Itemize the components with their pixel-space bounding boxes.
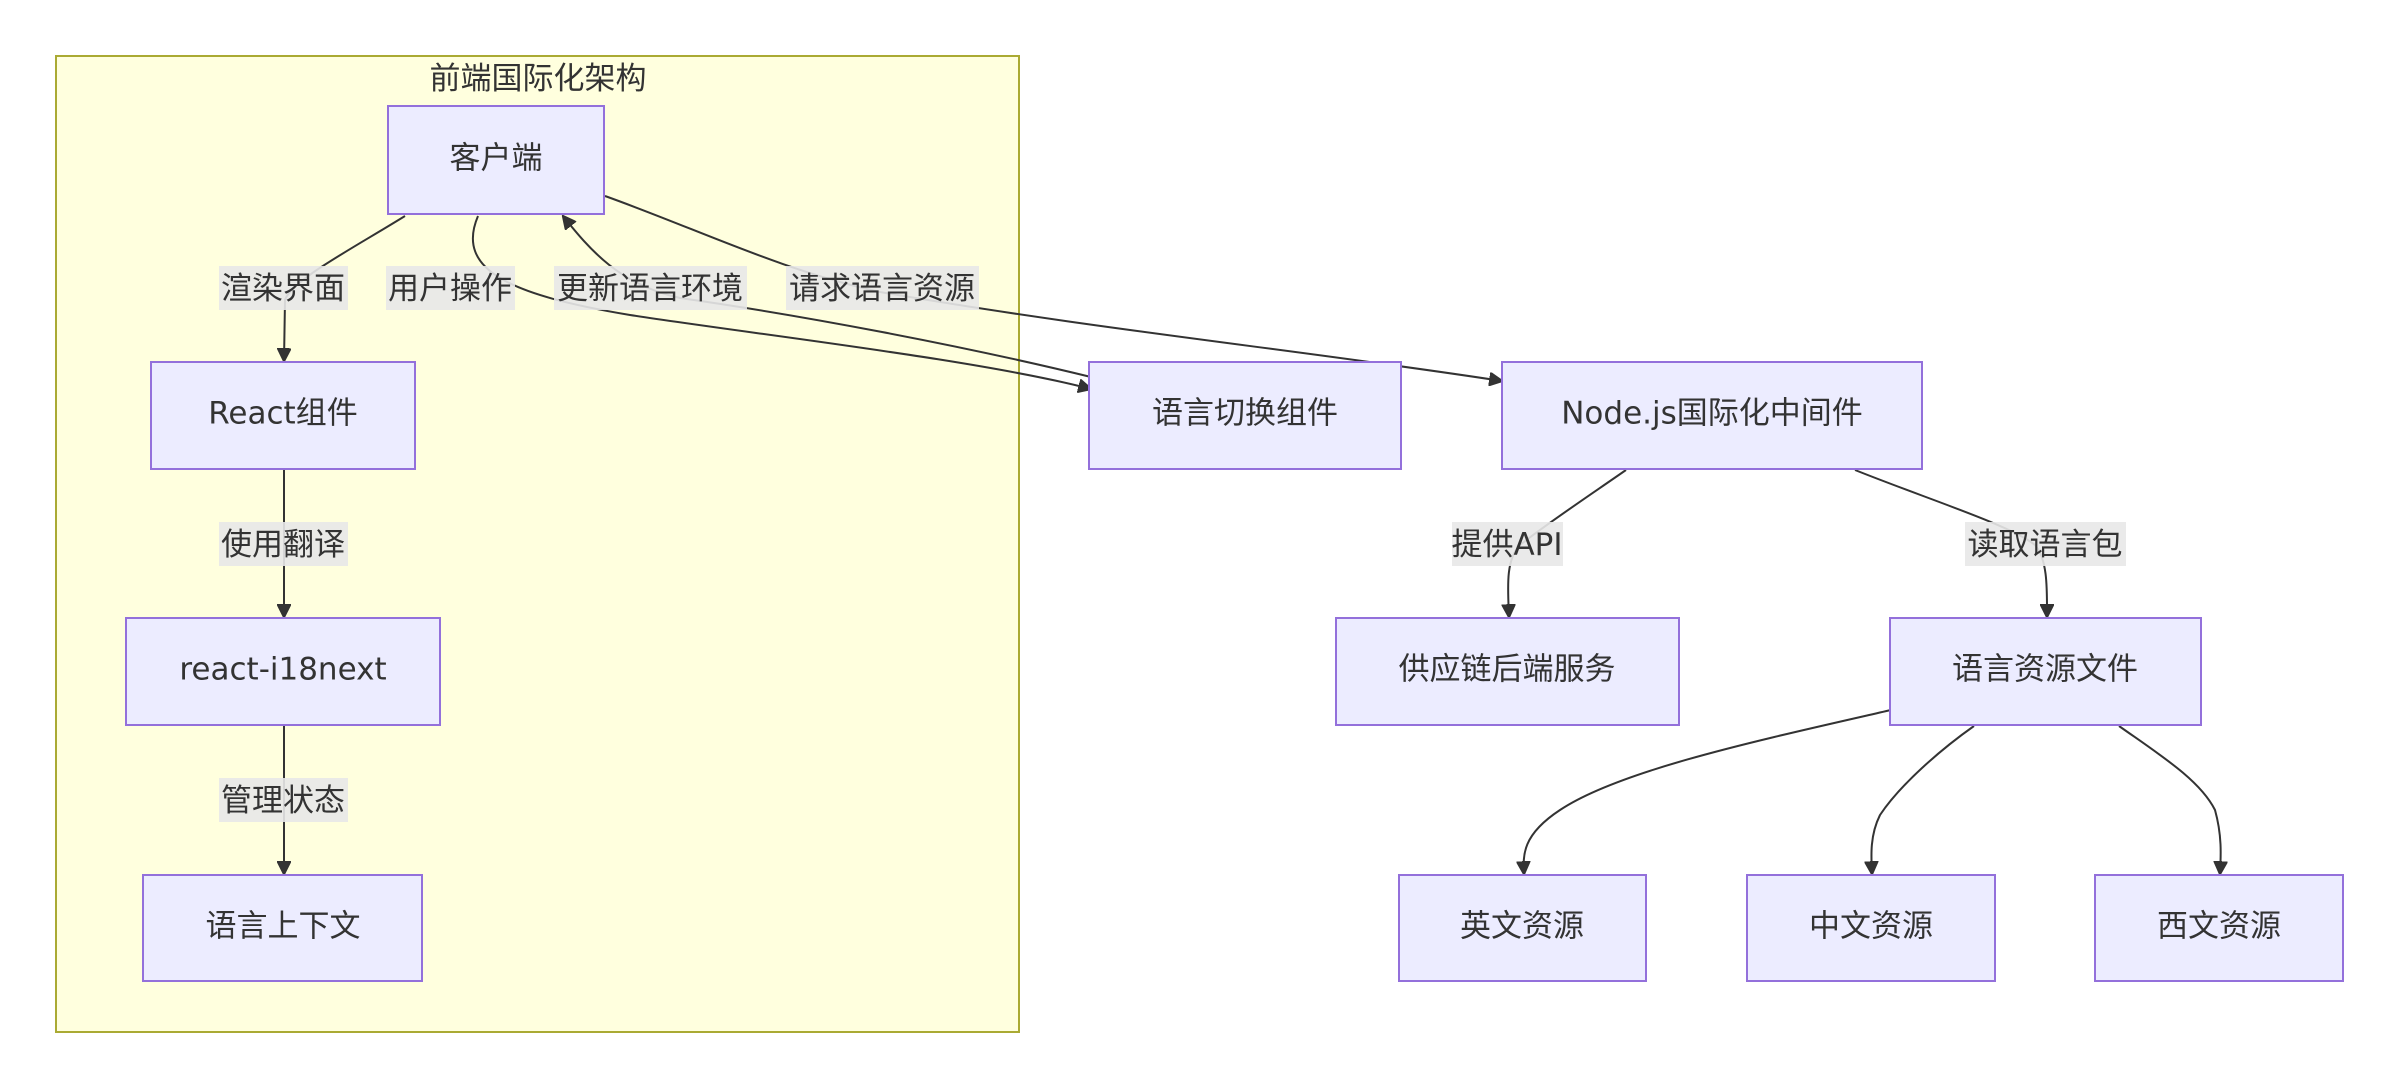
node-label: 供应链后端服务 [1399, 652, 1616, 688]
node-label: 中文资源 [1809, 909, 1933, 945]
edge-label-bg [786, 266, 979, 310]
node-label: 西文资源 [2157, 909, 2281, 945]
edge-label-bg [554, 266, 747, 310]
node-box [1889, 617, 2202, 726]
node-react-component[interactable]: React组件 [150, 361, 416, 470]
cluster-frontend-i18n: 前端国际化架构 [55, 55, 1020, 1033]
edge-label-text: 渲染界面 [221, 271, 345, 307]
node-box [1398, 874, 1647, 982]
edge-label-i18next-context: 管理状态 [219, 778, 348, 822]
edge-label-text: 提供API [1451, 527, 1562, 563]
edge-label-text: 用户操作 [388, 271, 512, 307]
node-i18n-middleware[interactable]: Node.js国际化中间件 [1501, 361, 1923, 470]
node-box [387, 105, 605, 215]
node-label: react-i18next [179, 652, 386, 688]
node-label: 客户端 [450, 141, 543, 177]
node-label: Node.js国际化中间件 [1561, 396, 1863, 432]
node-client[interactable]: 客户端 [387, 105, 605, 215]
node-box [1088, 361, 1402, 470]
edge-label-text: 读取语言包 [1968, 527, 2123, 563]
nodes: 客户端 React组件 react-i18next 语言上下文 语言切换组件 N… [125, 105, 2344, 982]
node-english-resources[interactable]: 英文资源 [1398, 874, 1647, 982]
edge-label-middleware-resources: 读取语言包 [1965, 522, 2126, 566]
edge-resources-en [1524, 709, 1892, 874]
edge-label-client-switcher: 用户操作 [386, 266, 515, 310]
node-language-switcher[interactable]: 语言切换组件 [1088, 361, 1402, 470]
node-box [150, 361, 416, 470]
edge-label-client-react: 渲染界面 [219, 266, 348, 310]
node-box [125, 617, 441, 726]
edge-label-bg [219, 522, 348, 566]
node-box [1501, 361, 1923, 470]
edge-labels: 渲染界面 用户操作 更新语言环境 请求语言资源 使用翻译 管理状态 提供API [219, 266, 2126, 822]
node-label: 英文资源 [1460, 909, 1584, 945]
edge-client-switcher [472, 215, 1091, 389]
node-react-i18next[interactable]: react-i18next [125, 617, 441, 726]
node-box [142, 874, 423, 982]
node-label: 语言资源文件 [1952, 652, 2138, 688]
edge-resources-es [2118, 725, 2221, 874]
edge-label-text: 使用翻译 [221, 527, 345, 563]
node-language-resources[interactable]: 语言资源文件 [1889, 617, 2202, 726]
cluster-box [55, 55, 1020, 1033]
edge-label-bg [386, 266, 515, 310]
edge-label-middleware-backend: 提供API [1451, 522, 1563, 566]
edge-label-switcher-client: 更新语言环境 [554, 266, 747, 310]
cluster-title: 前端国际化架构 [430, 61, 647, 97]
node-label: React组件 [208, 396, 357, 432]
node-box [2094, 874, 2344, 982]
edge-label-bg [1965, 522, 2126, 566]
node-backend-service[interactable]: 供应链后端服务 [1335, 617, 1680, 726]
edge-resources-zh [1871, 725, 1975, 874]
edge-label-text: 请求语言资源 [789, 271, 975, 307]
node-chinese-resources[interactable]: 中文资源 [1746, 874, 1996, 982]
node-label: 语言切换组件 [1152, 396, 1338, 432]
node-box [1746, 874, 1996, 982]
edge-label-client-middleware: 请求语言资源 [786, 266, 979, 310]
edge-label-text: 管理状态 [221, 783, 345, 819]
node-language-context[interactable]: 语言上下文 [142, 874, 423, 982]
edge-label-bg [219, 266, 348, 310]
node-spanish-resources[interactable]: 西文资源 [2094, 874, 2344, 982]
node-label: 语言上下文 [206, 909, 361, 945]
edge-label-bg [1452, 522, 1563, 566]
edge-label-react-i18next: 使用翻译 [219, 522, 348, 566]
edge-label-text: 更新语言环境 [557, 271, 743, 307]
edge-label-bg [219, 778, 348, 822]
node-box [1335, 617, 1680, 726]
